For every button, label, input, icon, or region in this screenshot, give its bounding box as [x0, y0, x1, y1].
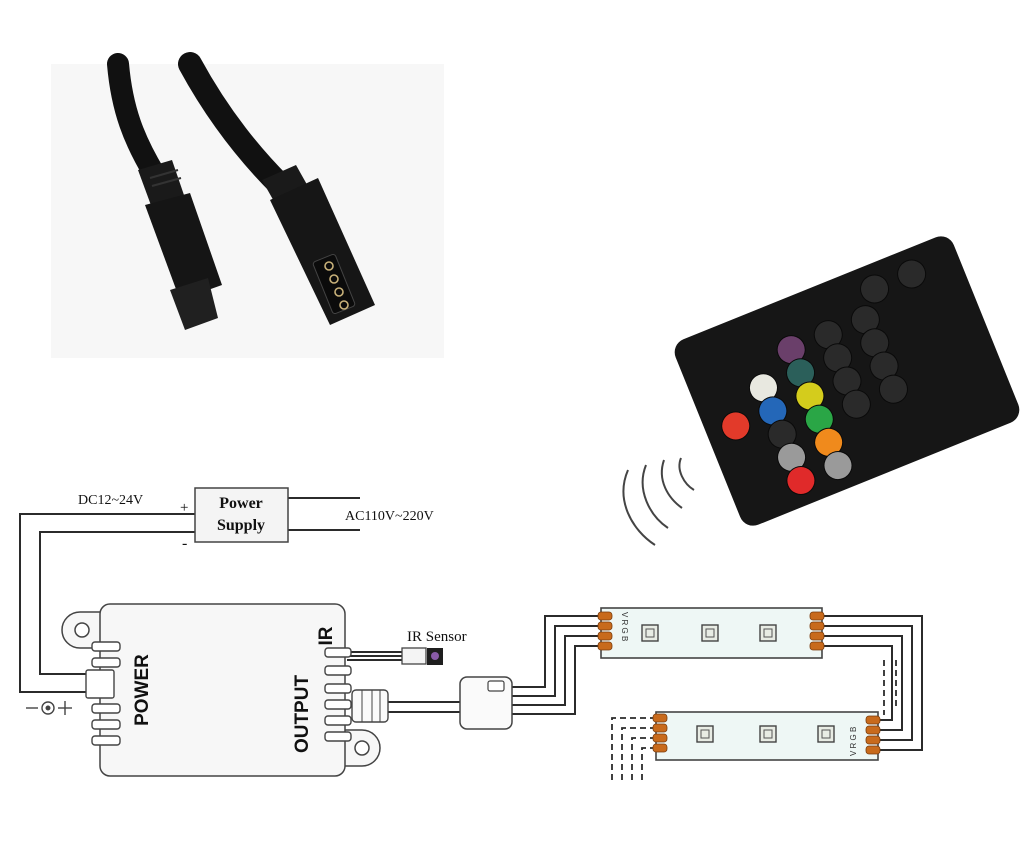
minus-sign: - [182, 535, 187, 552]
ir-sensor-label: IR Sensor [407, 629, 467, 645]
connector-photo [51, 52, 444, 358]
strip-2-pin-labels: V R G B [849, 727, 858, 756]
controller-box: POWER OUTPUT IR [61, 603, 381, 777]
remote-button-grid [721, 259, 927, 496]
remote-button [860, 274, 890, 304]
controller-output-label: OUTPUT [292, 675, 313, 754]
ac-voltage-label: AC110V~220V [345, 509, 434, 524]
ir-remote [674, 236, 1020, 526]
remote-button [786, 466, 816, 496]
wires [19, 497, 923, 751]
male-plug-icon [138, 160, 222, 330]
dc-voltage-label: DC12~24V [78, 493, 143, 508]
ir-signal-waves-icon [622, 457, 695, 546]
led-strip-1: V R G B [597, 607, 825, 659]
plus-sign: + [180, 500, 188, 516]
remote-button [823, 451, 853, 481]
remote-button [841, 389, 871, 419]
ir-sensor [401, 647, 443, 665]
dashed-wires [611, 660, 897, 780]
controller-power-label: POWER [132, 654, 153, 726]
dc-polarity-icon [26, 701, 72, 715]
remote-button [897, 259, 927, 289]
power-supply-label-2: Supply [217, 517, 265, 534]
strip-1-pin-labels: V R G B [620, 612, 629, 641]
output-cable-connector [351, 676, 513, 730]
controller-ir-label: IR [316, 626, 337, 645]
remote-button [878, 374, 908, 404]
female-socket-icon [262, 165, 375, 325]
remote-button [721, 411, 751, 441]
power-supply-label-1: Power [219, 495, 263, 512]
power-supply-box: Power Supply [194, 487, 289, 543]
led-strip-2: V R G B [652, 711, 881, 761]
